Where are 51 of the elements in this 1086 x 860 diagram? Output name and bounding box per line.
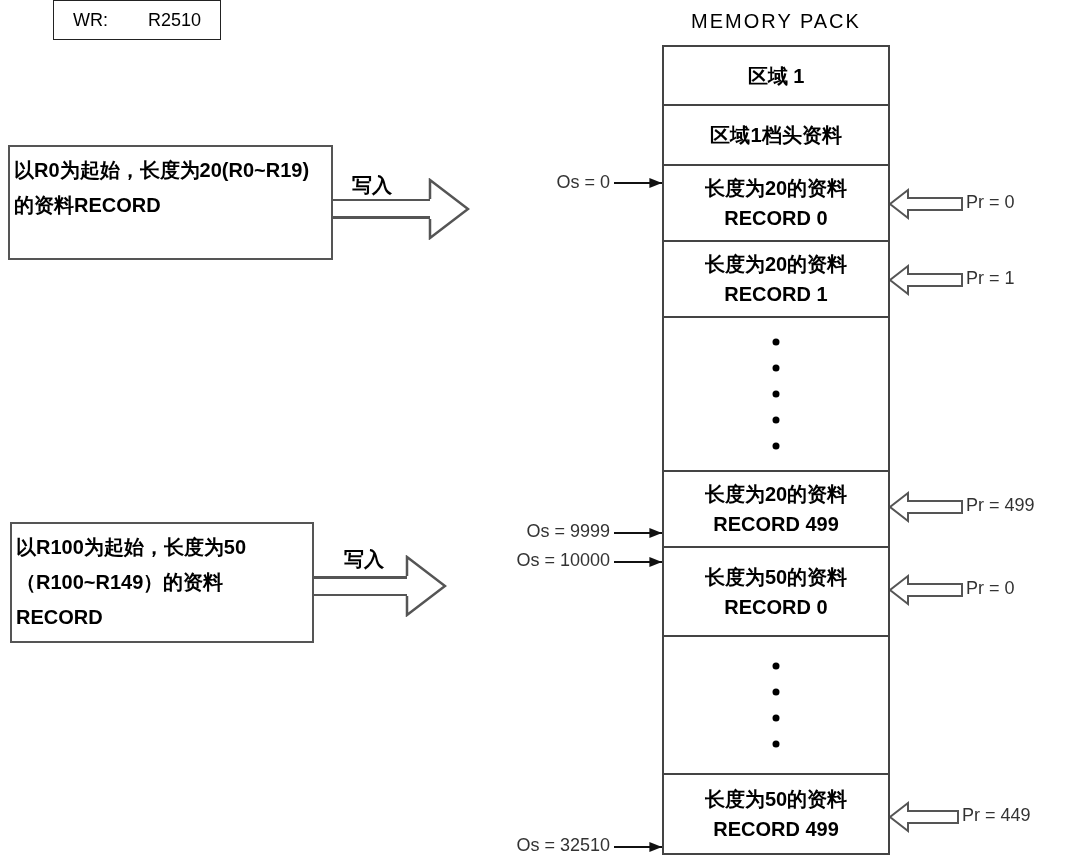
offset-label: Os = 0 <box>500 172 610 196</box>
block-arrow <box>888 490 963 524</box>
arrow <box>613 841 663 853</box>
heading: MEMORY PACK <box>690 10 862 33</box>
cell-text: 区域1档头资料 <box>710 123 842 148</box>
memory-cell <box>662 164 890 242</box>
cell-text: RECORD 499 <box>713 512 839 537</box>
pointer-label: Pr = 499 <box>966 495 1076 519</box>
pointer-label: Pr = 449 <box>962 805 1062 829</box>
box-text: WR: <box>72 9 108 31</box>
memory-cell <box>662 470 890 548</box>
block-arrow <box>888 263 963 297</box>
text-box <box>10 522 314 643</box>
block-arrow <box>888 573 963 607</box>
memory-cell <box>662 45 890 106</box>
cell-text: RECORD 1 <box>724 282 828 307</box>
memory-cell <box>662 240 890 318</box>
block-arrow <box>888 187 963 221</box>
block-arrow <box>312 555 447 617</box>
cell-text: RECORD 0 <box>724 206 828 231</box>
memory-cell <box>662 773 890 855</box>
pointer-label: Pr = 0 <box>966 192 1056 216</box>
cell-text: 长度为50的资料 <box>704 564 848 590</box>
offset-label: Os = 9999 <box>470 521 610 545</box>
description-text: 以R0为起始，长度为20(R0~R19)的资料RECORD <box>14 159 310 216</box>
memory-cell <box>662 546 890 637</box>
cell-text: RECORD 0 <box>724 594 828 620</box>
text-box <box>8 145 333 260</box>
memory-cell <box>662 316 890 472</box>
memory-cell <box>662 104 890 166</box>
memory-cell <box>662 635 890 775</box>
arrow <box>613 177 663 189</box>
cell-text: RECORD 499 <box>713 817 839 842</box>
offset-label: Os = 32510 <box>460 835 610 859</box>
cell-text: 区域 1 <box>747 63 805 89</box>
offset-label: Os = 10000 <box>460 550 610 574</box>
cell-text: 长度为20的资料 <box>704 252 848 277</box>
edge-label: 写入 <box>344 546 384 573</box>
cell-text: 长度为20的资料 <box>704 176 848 201</box>
arrow <box>613 556 663 568</box>
box-text: R2510 <box>147 9 201 31</box>
cell-text: 长度为50的资料 <box>704 787 848 812</box>
description-text: 以R100为起始，长度为50（R100~R149）的资料RECORD <box>16 536 247 628</box>
pointer-label: Pr = 1 <box>966 268 1056 292</box>
arrow <box>613 527 663 539</box>
text-box <box>53 0 221 40</box>
block-arrow <box>888 800 959 834</box>
cell-text: 长度为20的资料 <box>704 482 848 507</box>
block-arrow <box>331 178 470 240</box>
edge-label: 写入 <box>352 172 392 199</box>
pointer-label: Pr = 0 <box>966 578 1056 602</box>
